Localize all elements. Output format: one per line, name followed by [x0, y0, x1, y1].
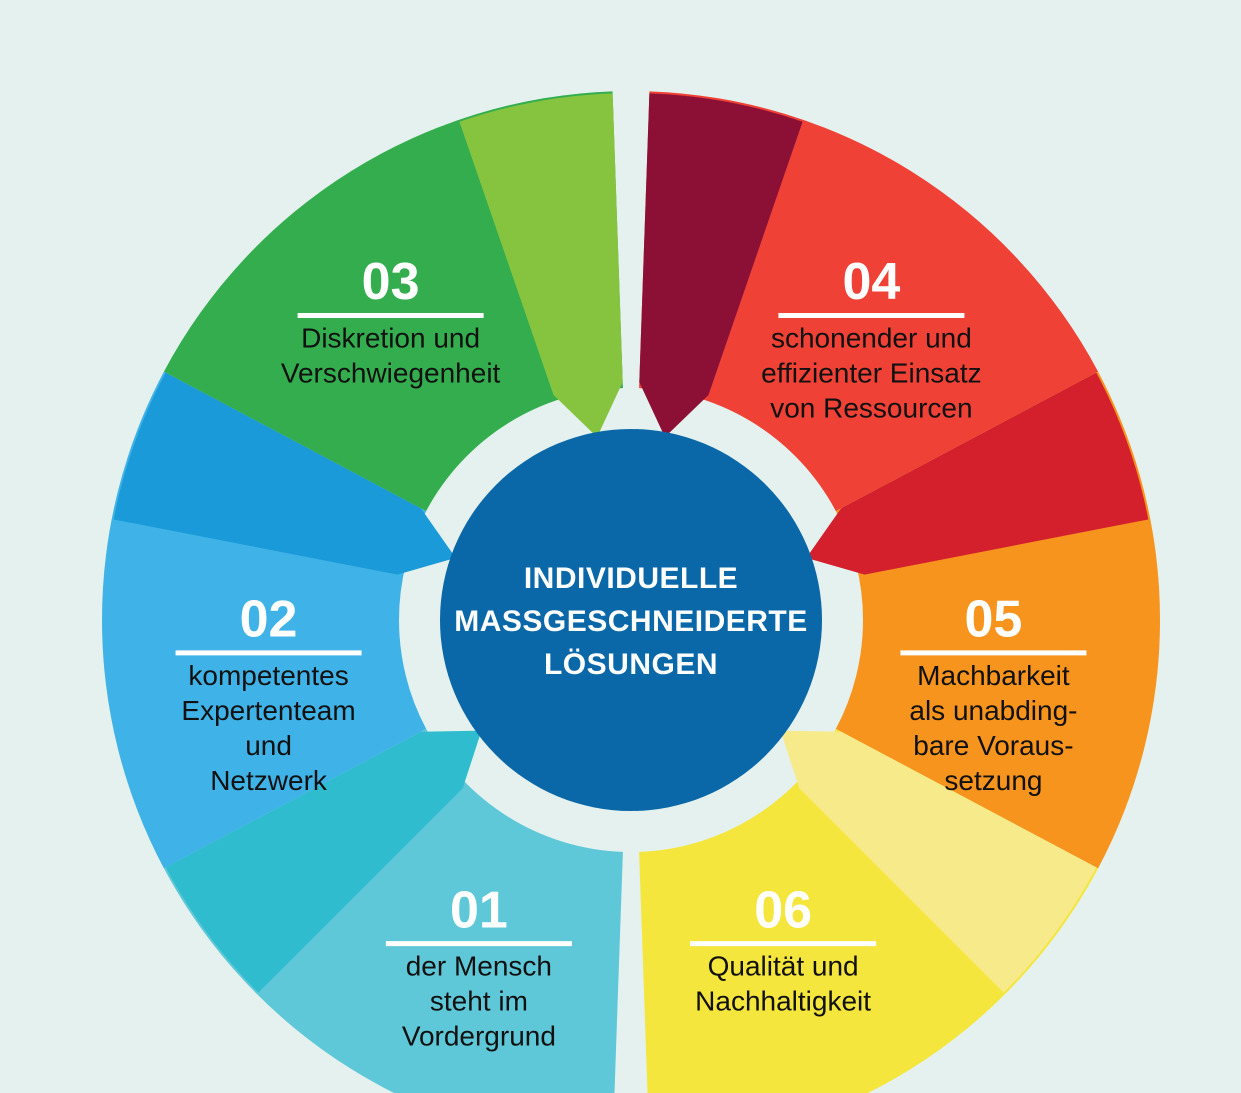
segment-05-line: setzung	[944, 765, 1042, 796]
segment-04-number: 04	[842, 253, 900, 311]
center-line: LÖSUNGEN	[544, 648, 718, 681]
segment-05-line: bare Voraus-	[913, 730, 1073, 761]
segment-01-line: Vordergrund	[402, 1021, 556, 1052]
segment-04-line: von Ressourcen	[770, 392, 972, 423]
segment-04-line: effizienter Einsatz	[761, 357, 982, 388]
segment-04-arrow-icon	[639, 93, 803, 438]
segment-01-line: der Mensch	[406, 951, 552, 982]
segment-05-line: als unabding-	[909, 695, 1077, 726]
center-label: INDIVIDUELLE MASSGESCHNEIDERTE LÖSUNGEN	[454, 562, 808, 681]
segment-06-line: Nachhaltigkeit	[695, 986, 871, 1017]
center-circle	[440, 429, 822, 811]
segment-01-number: 01	[450, 881, 508, 939]
segment-06-number: 06	[754, 881, 812, 939]
segment-02-line: und	[245, 730, 292, 761]
segment-03-line: Diskretion und	[301, 322, 480, 353]
segment-03-number: 03	[362, 253, 420, 311]
center-line: MASSGESCHNEIDERTE	[454, 605, 808, 638]
segment-05-number: 05	[965, 591, 1023, 649]
segment-03-line: Verschwiegenheit	[281, 357, 501, 388]
center-line: INDIVIDUELLE	[524, 562, 738, 595]
segment-02-line: kompetentes	[188, 660, 348, 691]
segment-03-arrow-icon	[459, 93, 623, 438]
labels-layer: 01 der Mensch steht im Vordergrund 02 kompete…	[175, 253, 1087, 1052]
segment-04-label: 04 schonender und effizienter Einsatz von R…	[761, 253, 982, 423]
segment-05-line: Machbarkeit	[917, 660, 1070, 691]
segment-01-line: steht im	[430, 986, 528, 1017]
segment-02-line: Netzwerk	[210, 765, 328, 796]
segment-05-arrow-icon	[806, 372, 1149, 575]
segment-01-arrow-icon	[165, 730, 482, 993]
segment-02-line: Expertenteam	[181, 695, 355, 726]
segment-04-line: schonender und	[771, 322, 972, 353]
segment-06-arrow-icon	[780, 730, 1097, 993]
segment-02-arrow-icon	[113, 372, 456, 575]
segment-06-line: Qualität und	[708, 951, 859, 982]
segment-01-label: 01 der Mensch steht im Vordergrund	[385, 881, 572, 1052]
segment-02-number: 02	[240, 591, 298, 649]
segments-layer	[102, 91, 1160, 1093]
